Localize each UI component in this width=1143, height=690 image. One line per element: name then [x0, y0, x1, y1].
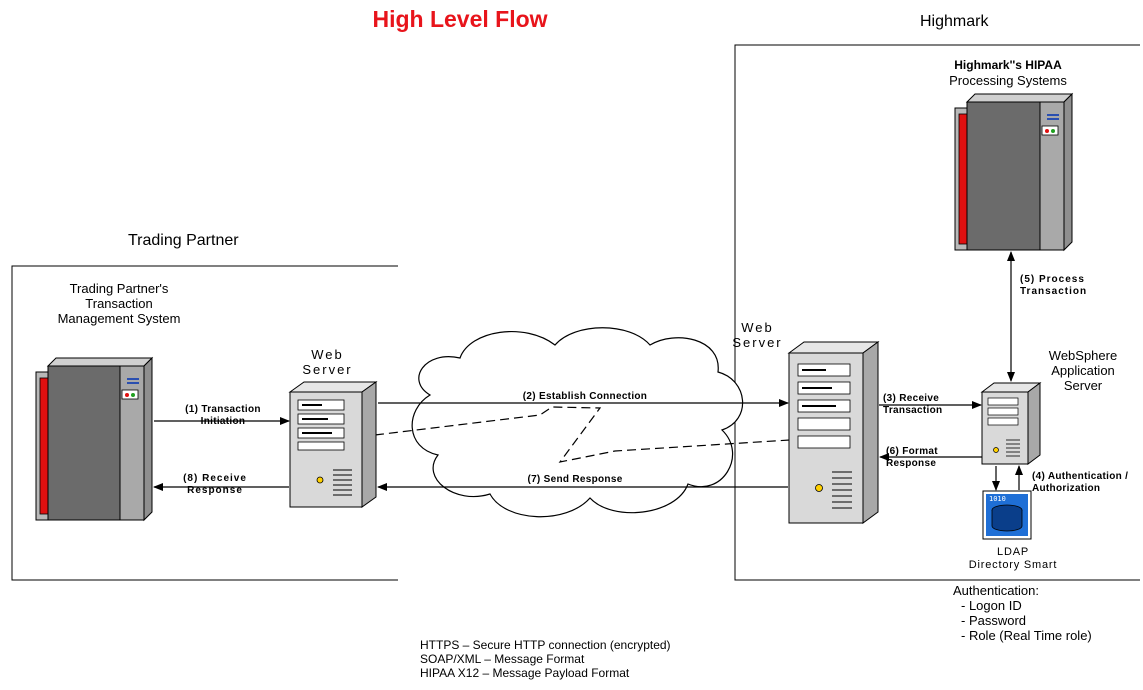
step-6-line-2: Response — [886, 458, 937, 469]
ldap-line-1: LDAP — [997, 546, 1029, 558]
highmark-web-server-caption: Web Server — [720, 320, 795, 350]
step-5-label: (5) Process Transaction — [1020, 274, 1120, 298]
hipaa-subtitle: Processing Systems — [949, 73, 1067, 88]
trading-partner-region — [11, 265, 398, 581]
step-1-line-2: Initiation — [200, 416, 246, 427]
authentication-list: Authentication: - Logon ID - Password - … — [953, 583, 1092, 643]
highmark-mainframe-icon — [954, 92, 1074, 252]
partner-web-server-icon — [288, 381, 378, 508]
secure-tunnel-line — [374, 406, 791, 463]
step-8-label: (8) Receive Response — [170, 473, 260, 497]
step-1-label: (1) Transaction Initiation — [178, 404, 268, 428]
step-3-label: (3) Receive Transaction — [883, 393, 963, 417]
tms-line-3: Management System — [57, 311, 181, 326]
legend-soap: SOAP/XML – Message Format — [420, 652, 585, 666]
hipaa-systems-caption: Highmark''s HIPAA Processing Systems — [928, 58, 1088, 88]
ldap-directory-icon: 1010 — [982, 490, 1032, 540]
tms-line-1: Trading Partner's — [69, 281, 169, 296]
step-8-line-1: (8) Receive — [183, 473, 247, 484]
highmark-region — [734, 44, 1140, 581]
highmark-region-label: Highmark — [920, 13, 989, 30]
websphere-caption: WebSphere Application Server — [1040, 348, 1126, 393]
step-4-label: (4) Authentication / Authorization — [1032, 471, 1142, 495]
arrow-step-4 — [992, 465, 1023, 491]
step-3-line-2: Transaction — [883, 405, 943, 416]
legend-https: HTTPS – Secure HTTP connection (encrypte… — [420, 638, 671, 652]
step-2-label: (2) Establish Connection — [522, 391, 648, 402]
trading-partner-region-label: Trading Partner — [128, 232, 239, 249]
highmark-web-server-icon — [787, 341, 880, 524]
partner-web-server-caption: Web Server — [290, 347, 365, 377]
tms-caption: Trading Partner's Transaction Management… — [40, 281, 198, 326]
hipaa-title: Highmark''s HIPAA — [954, 58, 1062, 72]
step-6-line-1: (6) Format — [886, 446, 938, 457]
step-5-line-2: Transaction — [1020, 286, 1088, 297]
step-4-line-2: Authorization — [1032, 483, 1101, 494]
websphere-line-2: Application — [1051, 363, 1115, 378]
step-5-line-1: (5) Process — [1020, 274, 1085, 285]
internet-cloud — [411, 327, 744, 518]
step-7-label: (7) Send Response — [527, 474, 623, 485]
ldap-caption: LDAP Directory Smart — [958, 546, 1068, 572]
auth-item-password: - Password — [961, 613, 1027, 628]
step-4-line-1: (4) Authentication / — [1032, 471, 1129, 482]
websphere-line-3: Server — [1063, 378, 1103, 393]
auth-item-logon: - Logon ID — [961, 598, 1022, 613]
step-1-line-1: (1) Transaction — [185, 404, 261, 415]
diagram-title: High Level Flow — [372, 6, 548, 32]
partner-web-label: Web — [311, 347, 344, 362]
svg-text:1010: 1010 — [989, 495, 1006, 503]
ldap-line-2: Directory Smart — [968, 559, 1058, 571]
highmark-server-label: Server — [732, 335, 783, 350]
legend-x12: HIPAA X12 – Message Payload Format — [420, 666, 630, 680]
highmark-web-label: Web — [741, 320, 774, 335]
partner-server-label: Server — [302, 362, 353, 377]
partner-mainframe-icon — [35, 356, 154, 522]
auth-item-role: - Role (Real Time role) — [961, 628, 1092, 643]
auth-title: Authentication: — [953, 583, 1040, 598]
tms-line-2: Transaction — [85, 296, 153, 311]
protocol-legend: HTTPS – Secure HTTP connection (encrypte… — [420, 638, 671, 680]
step-8-line-2: Response — [187, 485, 243, 496]
step-3-line-1: (3) Receive — [883, 393, 940, 404]
websphere-server-icon — [980, 382, 1042, 465]
websphere-line-1: WebSphere — [1048, 348, 1118, 363]
step-6-label: (6) Format Response — [886, 446, 966, 470]
